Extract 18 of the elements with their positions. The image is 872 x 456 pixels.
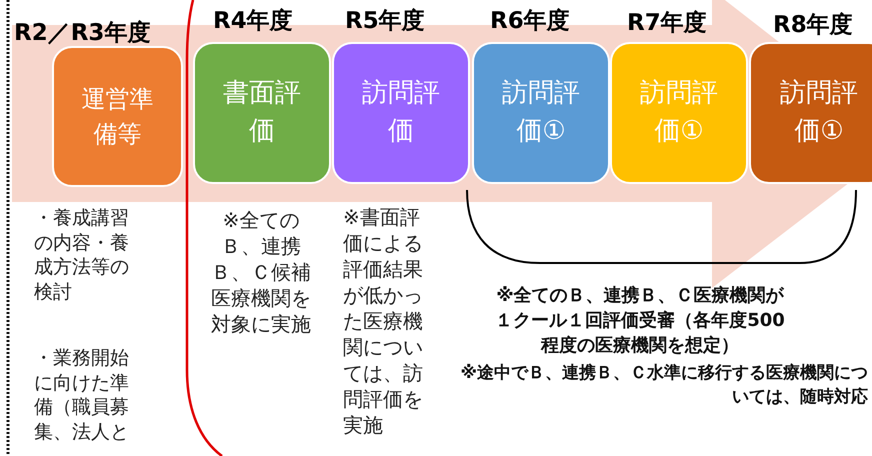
- note-text: ・業務開始に向けた準備（職員募集、法人と: [34, 346, 130, 445]
- year-heading: R4年度: [213, 10, 293, 33]
- stage-label: 訪問評価①: [639, 77, 719, 148]
- note-text: ※全てのＢ、連携Ｂ、Ｃ医療機関が１クール１回評価受審（各年度500程度の医療機関を想定）: [494, 284, 786, 358]
- year-heading: R2／R3年度: [14, 22, 150, 45]
- year-heading: R7年度: [627, 12, 707, 35]
- stage-label: 書面評価: [222, 77, 302, 148]
- stage-label: 訪問評価: [361, 77, 441, 148]
- note-text: ・養成講習の内容・養成方法等の検討: [34, 206, 130, 305]
- stage-label: 訪問評価①: [779, 77, 859, 148]
- year-heading: R5年度: [345, 10, 425, 33]
- year-heading: R6年度: [490, 10, 570, 33]
- note-text: ※途中でＢ、連携Ｂ、Ｃ水準に移行する医療機関については、随時対応: [459, 362, 868, 409]
- stage-label: 運営準備等: [80, 84, 154, 150]
- stage-label: 訪問評価①: [501, 77, 581, 148]
- note-text: ※書面評価による評価結果が低かった医療機関については、訪問評価を実施: [343, 204, 424, 438]
- note-text: ※全てのＢ、連携Ｂ、Ｃ候補医療機関を対象に実施: [210, 207, 312, 337]
- year-heading: R8年度: [773, 14, 853, 37]
